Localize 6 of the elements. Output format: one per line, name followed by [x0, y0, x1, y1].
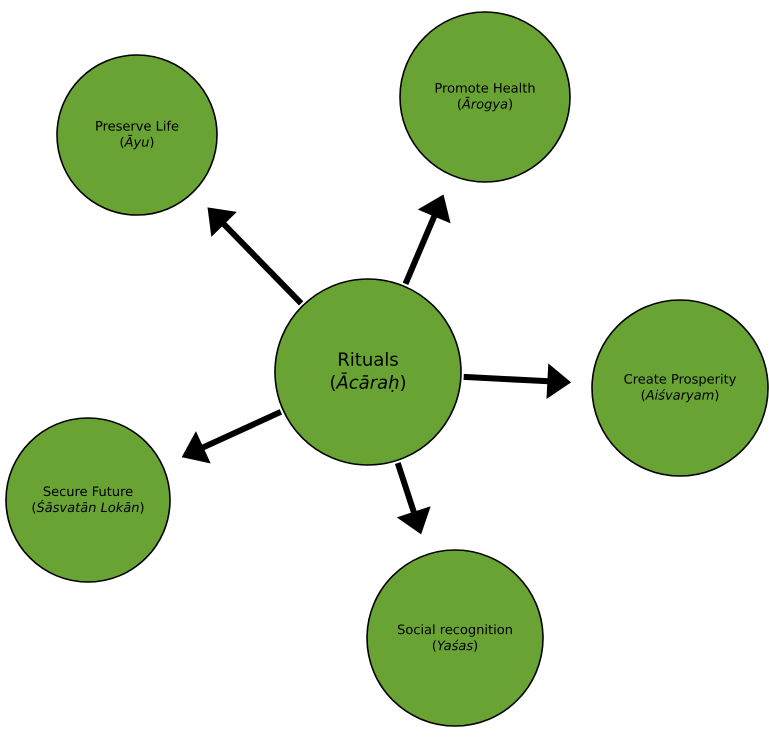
circle-node: Rituals (Ācāraḥ) [274, 278, 462, 466]
circle-node: Promote Health (Ārogya) [399, 11, 571, 183]
circle-node: Preserve Life (Āyu) [56, 54, 218, 216]
circle-node: Secure Future (Śāsvatān Lokān) [5, 417, 171, 583]
circle-node: Social recognition (Yaśas) [366, 549, 544, 727]
circle-node: Create Prosperity (Aiśvaryam) [591, 299, 769, 477]
